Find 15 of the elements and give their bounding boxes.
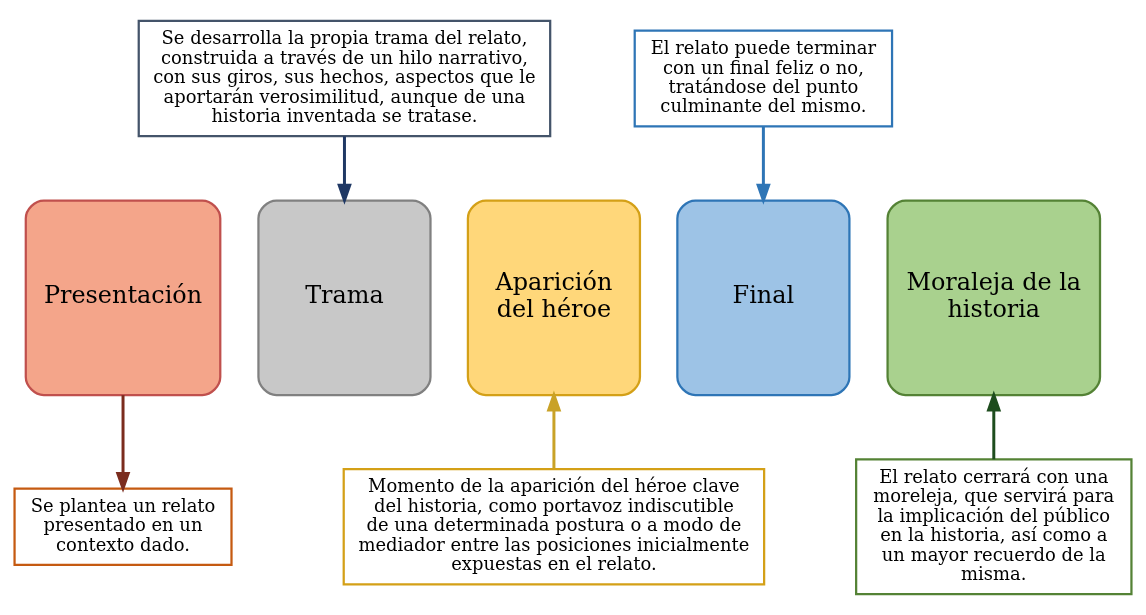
node-box: Aparición del héroe [466, 199, 642, 397]
node-box: Momento de la aparición del héroe clave del historia, como portavoz indiscutible de una determinada postura o a modo de mediador entre las posiciones inicialmente expuestas en el relato. [342, 467, 766, 586]
node-box: El relato cerrará con una moreleja, que servirá para la implicación del público en la historia, así como a un mayor recuerdo de la misma. [855, 458, 1133, 596]
node-box: El relato puede terminar con un final feliz o no, tratándose del punto culminante del mismo. [633, 29, 894, 128]
arrow [115, 395, 131, 493]
node-box: Trama [257, 199, 432, 397]
arrow [756, 127, 771, 205]
node-box: Se plantea un relato presentado en un contexto dado. [13, 487, 233, 566]
arrow [546, 390, 562, 469]
node-box: Se desarrolla la propia trama del relato, construida a través de un hilo narrativo, con sus giros, sus hechos, aspectos que le aportarán verosimilitud, aunque de una historia inventada se tratase. [137, 19, 552, 138]
arrow [337, 136, 352, 205]
arrow [986, 390, 1002, 460]
node-box: Presentación [24, 199, 222, 397]
node-box: Moraleja de la historia [886, 199, 1102, 397]
node-box: Final [676, 199, 851, 397]
